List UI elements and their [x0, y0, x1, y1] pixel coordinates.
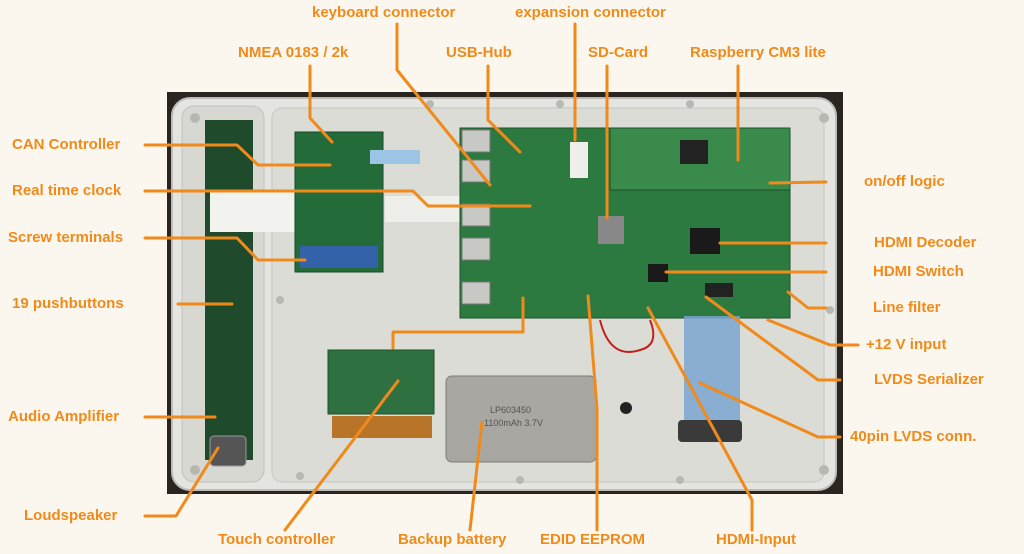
pushbutton-board — [205, 120, 253, 460]
label-hdmi-switch: HDMI Switch — [873, 263, 964, 280]
label-on-off-logic: on/off logic — [864, 173, 945, 190]
label-hdmi-input: HDMI-Input — [716, 531, 796, 548]
leader-rtc — [143, 189, 532, 208]
label-expansion-connector: expansion connector — [515, 4, 666, 21]
label-can-controller: CAN Controller — [12, 136, 121, 153]
ribbon-cable-1 — [370, 150, 420, 164]
hdmi-switch-chip — [648, 264, 668, 282]
label-pushbuttons: 19 pushbuttons — [12, 295, 124, 312]
lvds-serializer-chip — [705, 283, 733, 297]
leader-touch-top — [391, 296, 525, 350]
lvds-cable — [684, 316, 740, 426]
label-audio-amplifier: Audio Amplifier — [8, 408, 120, 425]
leader-lvds-conn — [698, 381, 842, 439]
leader-hdmi-input — [646, 306, 754, 532]
label-nmea: NMEA 0183 / 2k — [238, 44, 349, 61]
battery-print-1: LP603450 — [490, 405, 531, 415]
leader-edid — [586, 294, 599, 532]
leader-12v — [766, 318, 860, 347]
label-rtc: Real time clock — [12, 182, 122, 199]
leader-touch — [283, 379, 400, 532]
loudspeaker-part — [209, 435, 247, 467]
touch-flex-cable — [332, 416, 432, 438]
label-line-filter: Line filter — [873, 299, 941, 316]
label-lvds-conn: 40pin LVDS conn. — [850, 428, 977, 445]
label-usb-hub: USB-Hub — [446, 44, 512, 61]
leader-usb-hub — [486, 64, 522, 154]
label-loudspeaker: Loudspeaker — [24, 507, 118, 524]
power-wires — [599, 319, 655, 353]
label-raspberry: Raspberry CM3 lite — [690, 44, 826, 61]
leader-line-filter — [786, 290, 828, 310]
wire-grommet — [620, 402, 632, 414]
leader-keyboard-connector — [395, 22, 492, 187]
hdmi-decoder-chip — [690, 228, 720, 254]
label-12v-input: +12 V input — [866, 336, 947, 353]
label-backup-battery: Backup battery — [398, 531, 507, 548]
sd-card-slot — [598, 216, 624, 244]
screw-holes — [190, 100, 834, 484]
label-touch-controller: Touch controller — [218, 531, 336, 548]
leader-screw-terminals — [143, 236, 307, 262]
leader-can-controller — [143, 143, 332, 167]
screw-terminal-block — [300, 246, 378, 268]
battery-print-2: 1100mAh 3.7V — [484, 418, 543, 428]
leader-lines — [143, 22, 860, 532]
label-keyboard-connector: keyboard connector — [312, 4, 456, 21]
label-edid-eeprom: EDID EEPROM — [540, 531, 646, 548]
lvds-opening — [678, 420, 742, 442]
label-sd-card: SD-Card — [588, 44, 649, 61]
leader-on-off — [768, 180, 828, 185]
expansion-connector-part — [570, 142, 588, 178]
label-screw-terminals: Screw terminals — [8, 229, 124, 246]
label-lvds-serializer: LVDS Serializer — [874, 371, 984, 388]
leader-lvds-serializer — [704, 295, 842, 382]
leader-nmea — [308, 64, 334, 144]
label-hdmi-decoder: HDMI Decoder — [874, 234, 977, 251]
leader-loudspeaker — [143, 446, 220, 518]
cm3-chip — [680, 140, 708, 164]
leader-battery — [468, 420, 484, 532]
